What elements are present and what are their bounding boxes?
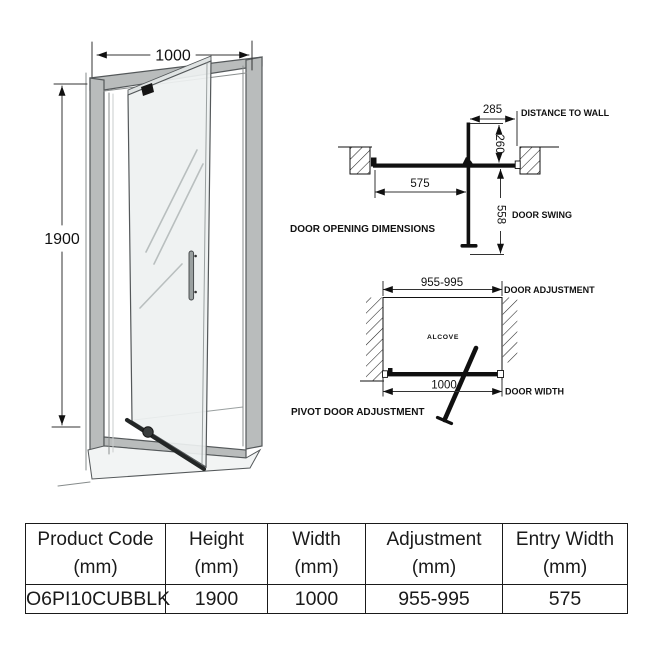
pivot-plan-block xyxy=(461,157,475,167)
bottom-pivot-arm xyxy=(124,417,207,472)
cell-product-code: O6PI10CUBBLK xyxy=(25,584,170,614)
front-view-drawing: 1000 1900 xyxy=(44,40,263,487)
frame-plan-bar xyxy=(373,163,516,168)
spec-table-data-row: O6PI10CUBBLK 1900 1000 955-995 575 xyxy=(25,584,628,614)
handle-screw xyxy=(194,290,197,294)
glass-reflection-line xyxy=(145,149,198,253)
pivoting-door-line xyxy=(442,345,479,423)
door-opening-diagram: 285 DISTANCE TO WALL 260 575 558 DOOR SW… xyxy=(290,104,610,255)
bottom-pivot-hinge xyxy=(142,426,154,438)
header-title: Width xyxy=(292,528,341,550)
header-unit: (mm) xyxy=(73,557,118,578)
header-width: Width (mm) xyxy=(267,523,366,585)
adjustment-value: 955-995 xyxy=(421,277,463,289)
cell-entry-width: 575 xyxy=(502,584,628,614)
frame-plan-bar xyxy=(387,372,499,377)
distance-to-wall-value: 285 xyxy=(483,104,502,116)
cell-width: 1000 xyxy=(267,584,366,614)
door-handle-plan xyxy=(435,415,454,426)
frame-right-cap xyxy=(514,160,521,169)
front-width-value: 1000 xyxy=(155,48,191,65)
door-handle xyxy=(188,250,195,301)
shower-tray xyxy=(87,445,262,480)
frame-left-bar xyxy=(89,77,105,463)
header-unit: (mm) xyxy=(411,557,457,578)
front-height-dim xyxy=(51,83,88,428)
header-title: Adjustment xyxy=(386,528,482,550)
header-product-code: Product Code (mm) xyxy=(25,523,166,585)
header-height: Height (mm) xyxy=(165,523,268,585)
door-handle-plan xyxy=(460,244,478,248)
handle-screw xyxy=(194,254,197,258)
header-title: Height xyxy=(189,528,244,550)
frame-right-cap xyxy=(497,370,504,378)
pivot-door-adjustment-diagram: 955-995 DOOR ADJUSTMENT ALCOVE 1000 DOOR… xyxy=(291,277,595,426)
alcove-label: ALCOVE xyxy=(427,334,459,341)
header-unit: (mm) xyxy=(542,557,588,578)
right-wall-hatch xyxy=(519,146,541,175)
door-swing-label: DOOR SWING xyxy=(512,210,572,220)
header-title: Product Code xyxy=(37,528,154,550)
header-unit: (mm) xyxy=(294,557,339,578)
frame-left-fitting xyxy=(371,157,377,167)
entry-width-value: 575 xyxy=(410,178,429,190)
header-unit: (mm) xyxy=(194,557,239,578)
left-wall-hatch xyxy=(366,297,383,381)
distance-to-wall-label: DISTANCE TO WALL xyxy=(521,108,610,118)
door-opening-title: DOOR OPENING DIMENSIONS xyxy=(290,224,435,235)
spec-table-header-row: Product Code (mm) Height (mm) Width (mm)… xyxy=(25,523,628,585)
pivot-adjustment-title: PIVOT DOOR ADJUSTMENT xyxy=(291,407,425,418)
door-width-label: DOOR WIDTH xyxy=(505,387,564,397)
header-entry-width: Entry Width (mm) xyxy=(502,523,628,585)
right-wall-hatch xyxy=(502,297,518,363)
cell-adjustment: 955-995 xyxy=(365,584,503,614)
glass-reflection-line xyxy=(153,163,204,265)
glass-edge-line xyxy=(201,62,208,465)
top-pivot-block xyxy=(141,83,154,96)
spec-table: Product Code (mm) Height (mm) Width (mm)… xyxy=(25,523,628,614)
cell-height: 1900 xyxy=(165,584,268,614)
frame-left-cap xyxy=(382,370,388,378)
adjustment-label: DOOR ADJUSTMENT xyxy=(504,285,595,295)
frame-right-bar xyxy=(245,56,263,450)
floor-line xyxy=(57,481,91,487)
front-height-value: 1900 xyxy=(44,231,80,248)
door-width-value: 1000 xyxy=(431,380,457,392)
header-title: Entry Width xyxy=(515,528,615,550)
door-swing-value: 558 xyxy=(494,205,506,224)
glass-reflection-line xyxy=(139,263,183,309)
depth-value: 260 xyxy=(493,134,505,153)
frame-left-nub xyxy=(388,368,393,372)
header-adjustment: Adjustment (mm) xyxy=(365,523,503,585)
glass-door-panel xyxy=(127,60,212,469)
open-door-plan-line xyxy=(466,122,471,248)
front-width-dim xyxy=(91,40,253,78)
left-wall-hatch xyxy=(349,146,371,175)
